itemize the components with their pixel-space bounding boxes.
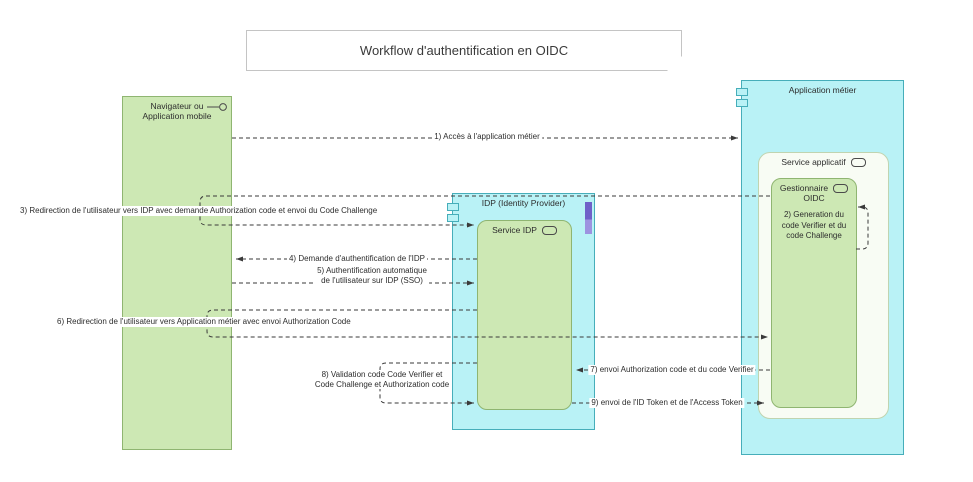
service-idp-label: Service IDP xyxy=(492,225,537,235)
flow-1-label: 1) Accès à l'application métier xyxy=(432,132,542,142)
flow-4-label: 4) Demande d'authentification de l'IDP xyxy=(286,254,428,264)
interface-lollipop-icon xyxy=(207,103,227,111)
service-icon xyxy=(541,226,557,236)
component-icon xyxy=(736,88,748,107)
service-applicatif-label: Service applicatif xyxy=(781,157,846,167)
flow-7-label: 7) envoi Authorization code et du code V… xyxy=(588,365,756,375)
gestionnaire-note: 2) Generation du code Verifier et du cod… xyxy=(781,210,847,241)
title-note[interactable]: Workflow d'authentification en OIDC xyxy=(246,30,682,71)
flow-2-arrow[interactable] xyxy=(856,204,869,250)
flow-6-label: 6) Redirection de l'utilisateur vers App… xyxy=(55,317,353,327)
node-service-idp[interactable]: Service IDP xyxy=(477,220,572,410)
idp-label: IDP (Identity Provider) xyxy=(481,198,566,208)
flow-5-label: 5) Authentification automatique de l'uti… xyxy=(315,266,429,286)
application-metier-label: Application métier xyxy=(788,85,857,95)
diagram-title: Workflow d'authentification en OIDC xyxy=(359,43,569,58)
navigateur-label: Navigateur ou Application mobile xyxy=(142,101,212,122)
service-icon xyxy=(833,184,849,194)
flow-8-label: 8) Validation code Code Verifier et Code… xyxy=(312,370,452,390)
gestionnaire-oidc-label-line2: OIDC xyxy=(803,193,825,204)
component-icon xyxy=(447,203,459,222)
gestionnaire-oidc-label: Gestionnaire xyxy=(779,183,829,193)
flow-3-label: 3) Redirection de l'utilisateur vers IDP… xyxy=(18,206,380,216)
service-icon xyxy=(850,158,866,168)
flow-9-label: 9) envoi de l'ID Token et de l'Access To… xyxy=(589,398,745,408)
node-gestionnaire-oidc[interactable]: Gestionnaire OIDC 2) Generation du code … xyxy=(771,178,857,408)
node-navigateur[interactable]: Navigateur ou Application mobile xyxy=(122,96,232,450)
purple-marker xyxy=(585,202,592,234)
